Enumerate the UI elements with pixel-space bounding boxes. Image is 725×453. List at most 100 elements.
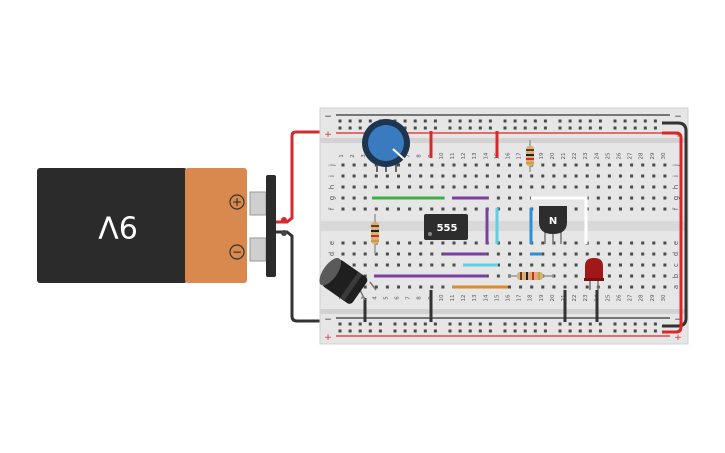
breadboard-hole[interactable] (463, 174, 467, 178)
breadboard-hole[interactable] (574, 174, 578, 178)
rail-hole[interactable] (448, 126, 452, 130)
breadboard-hole[interactable] (352, 263, 356, 267)
rail-hole[interactable] (653, 322, 657, 326)
rail-hole[interactable] (468, 329, 472, 333)
breadboard-hole[interactable] (519, 196, 523, 200)
breadboard-hole[interactable] (441, 185, 445, 189)
breadboard-hole[interactable] (552, 263, 556, 267)
rail-hole[interactable] (558, 322, 562, 326)
rail-hole[interactable] (623, 322, 627, 326)
breadboard-hole[interactable] (574, 274, 578, 278)
battery-9v[interactable]: 9V + − (37, 168, 276, 283)
rail-hole[interactable] (393, 322, 397, 326)
breadboard-hole[interactable] (385, 252, 389, 256)
breadboard-hole[interactable] (452, 163, 456, 167)
breadboard-hole[interactable] (519, 285, 523, 289)
rail-hole[interactable] (478, 126, 482, 130)
breadboard-hole[interactable] (596, 185, 600, 189)
breadboard-hole[interactable] (563, 263, 567, 267)
breadboard-hole[interactable] (663, 252, 667, 256)
rail-hole[interactable] (533, 329, 537, 333)
rail-hole[interactable] (338, 322, 342, 326)
breadboard-hole[interactable] (508, 241, 511, 245)
breadboard-hole[interactable] (574, 252, 578, 256)
breadboard-hole[interactable] (441, 241, 445, 245)
breadboard-hole[interactable] (508, 252, 511, 256)
rail-hole[interactable] (348, 126, 352, 130)
breadboard-hole[interactable] (419, 252, 423, 256)
breadboard-hole[interactable] (508, 207, 511, 211)
rail-hole[interactable] (423, 126, 427, 130)
breadboard-hole[interactable] (452, 185, 456, 189)
breadboard-hole[interactable] (585, 185, 589, 189)
rail-hole[interactable] (488, 126, 492, 130)
rail-hole[interactable] (598, 119, 602, 123)
rail-hole[interactable] (403, 119, 407, 123)
breadboard-hole[interactable] (430, 174, 434, 178)
breadboard-hole[interactable] (408, 163, 412, 167)
rail-hole[interactable] (558, 329, 562, 333)
rail-hole[interactable] (533, 126, 537, 130)
breadboard-hole[interactable] (630, 185, 634, 189)
breadboard-hole[interactable] (374, 285, 378, 289)
battery-ground-wire[interactable] (276, 230, 343, 323)
breadboard-hole[interactable] (485, 274, 489, 278)
breadboard-hole[interactable] (474, 207, 478, 211)
rail-hole[interactable] (413, 322, 417, 326)
rail-hole[interactable] (433, 329, 437, 333)
breadboard-hole[interactable] (652, 207, 656, 211)
rail-hole[interactable] (523, 322, 527, 326)
breadboard-hole[interactable] (630, 163, 634, 167)
rail-hole[interactable] (378, 322, 382, 326)
breadboard-hole[interactable] (585, 285, 589, 289)
breadboard-hole[interactable] (663, 185, 667, 189)
breadboard-hole[interactable] (363, 263, 367, 267)
rail-hole[interactable] (533, 119, 537, 123)
rail-hole[interactable] (613, 329, 617, 333)
breadboard-hole[interactable] (397, 185, 400, 189)
rail-hole[interactable] (598, 329, 602, 333)
breadboard-hole[interactable] (596, 207, 600, 211)
breadboard-hole[interactable] (363, 196, 367, 200)
breadboard-hole[interactable] (619, 174, 622, 178)
rail-hole[interactable] (348, 322, 352, 326)
breadboard-hole[interactable] (363, 163, 367, 167)
breadboard-hole[interactable] (652, 174, 656, 178)
battery-power-wire[interactable] (276, 130, 343, 224)
rail-hole[interactable] (423, 322, 427, 326)
rail-hole[interactable] (478, 329, 482, 333)
breadboard-hole[interactable] (419, 174, 423, 178)
breadboard-hole[interactable] (663, 207, 667, 211)
breadboard-hole[interactable] (385, 174, 389, 178)
breadboard-hole[interactable] (463, 163, 467, 167)
rail-hole[interactable] (633, 329, 637, 333)
breadboard-hole[interactable] (663, 274, 667, 278)
breadboard-hole[interactable] (519, 163, 523, 167)
rail-hole[interactable] (523, 119, 527, 123)
rail-hole[interactable] (653, 119, 657, 123)
breadboard-hole[interactable] (619, 274, 622, 278)
breadboard-hole[interactable] (541, 241, 545, 245)
breadboard-hole[interactable] (363, 252, 367, 256)
breadboard-hole[interactable] (352, 174, 356, 178)
breadboard-hole[interactable] (630, 207, 634, 211)
rail-hole[interactable] (588, 119, 592, 123)
rail-hole[interactable] (623, 119, 627, 123)
breadboard-hole[interactable] (641, 285, 645, 289)
breadboard-hole[interactable] (563, 174, 567, 178)
breadboard-hole[interactable] (397, 174, 400, 178)
breadboard-hole[interactable] (585, 252, 589, 256)
breadboard-hole[interactable] (430, 185, 434, 189)
rail-hole[interactable] (543, 126, 547, 130)
breadboard-hole[interactable] (496, 196, 500, 200)
right-power-bridge-wire[interactable] (662, 131, 683, 334)
rail-hole[interactable] (433, 119, 437, 123)
breadboard-hole[interactable] (485, 163, 489, 167)
breadboard-hole[interactable] (574, 241, 578, 245)
breadboard-hole[interactable] (508, 174, 511, 178)
breadboard-hole[interactable] (496, 263, 500, 267)
breadboard-hole[interactable] (452, 174, 456, 178)
breadboard-hole[interactable] (530, 185, 534, 189)
breadboard-hole[interactable] (574, 185, 578, 189)
breadboard-hole[interactable] (463, 241, 467, 245)
